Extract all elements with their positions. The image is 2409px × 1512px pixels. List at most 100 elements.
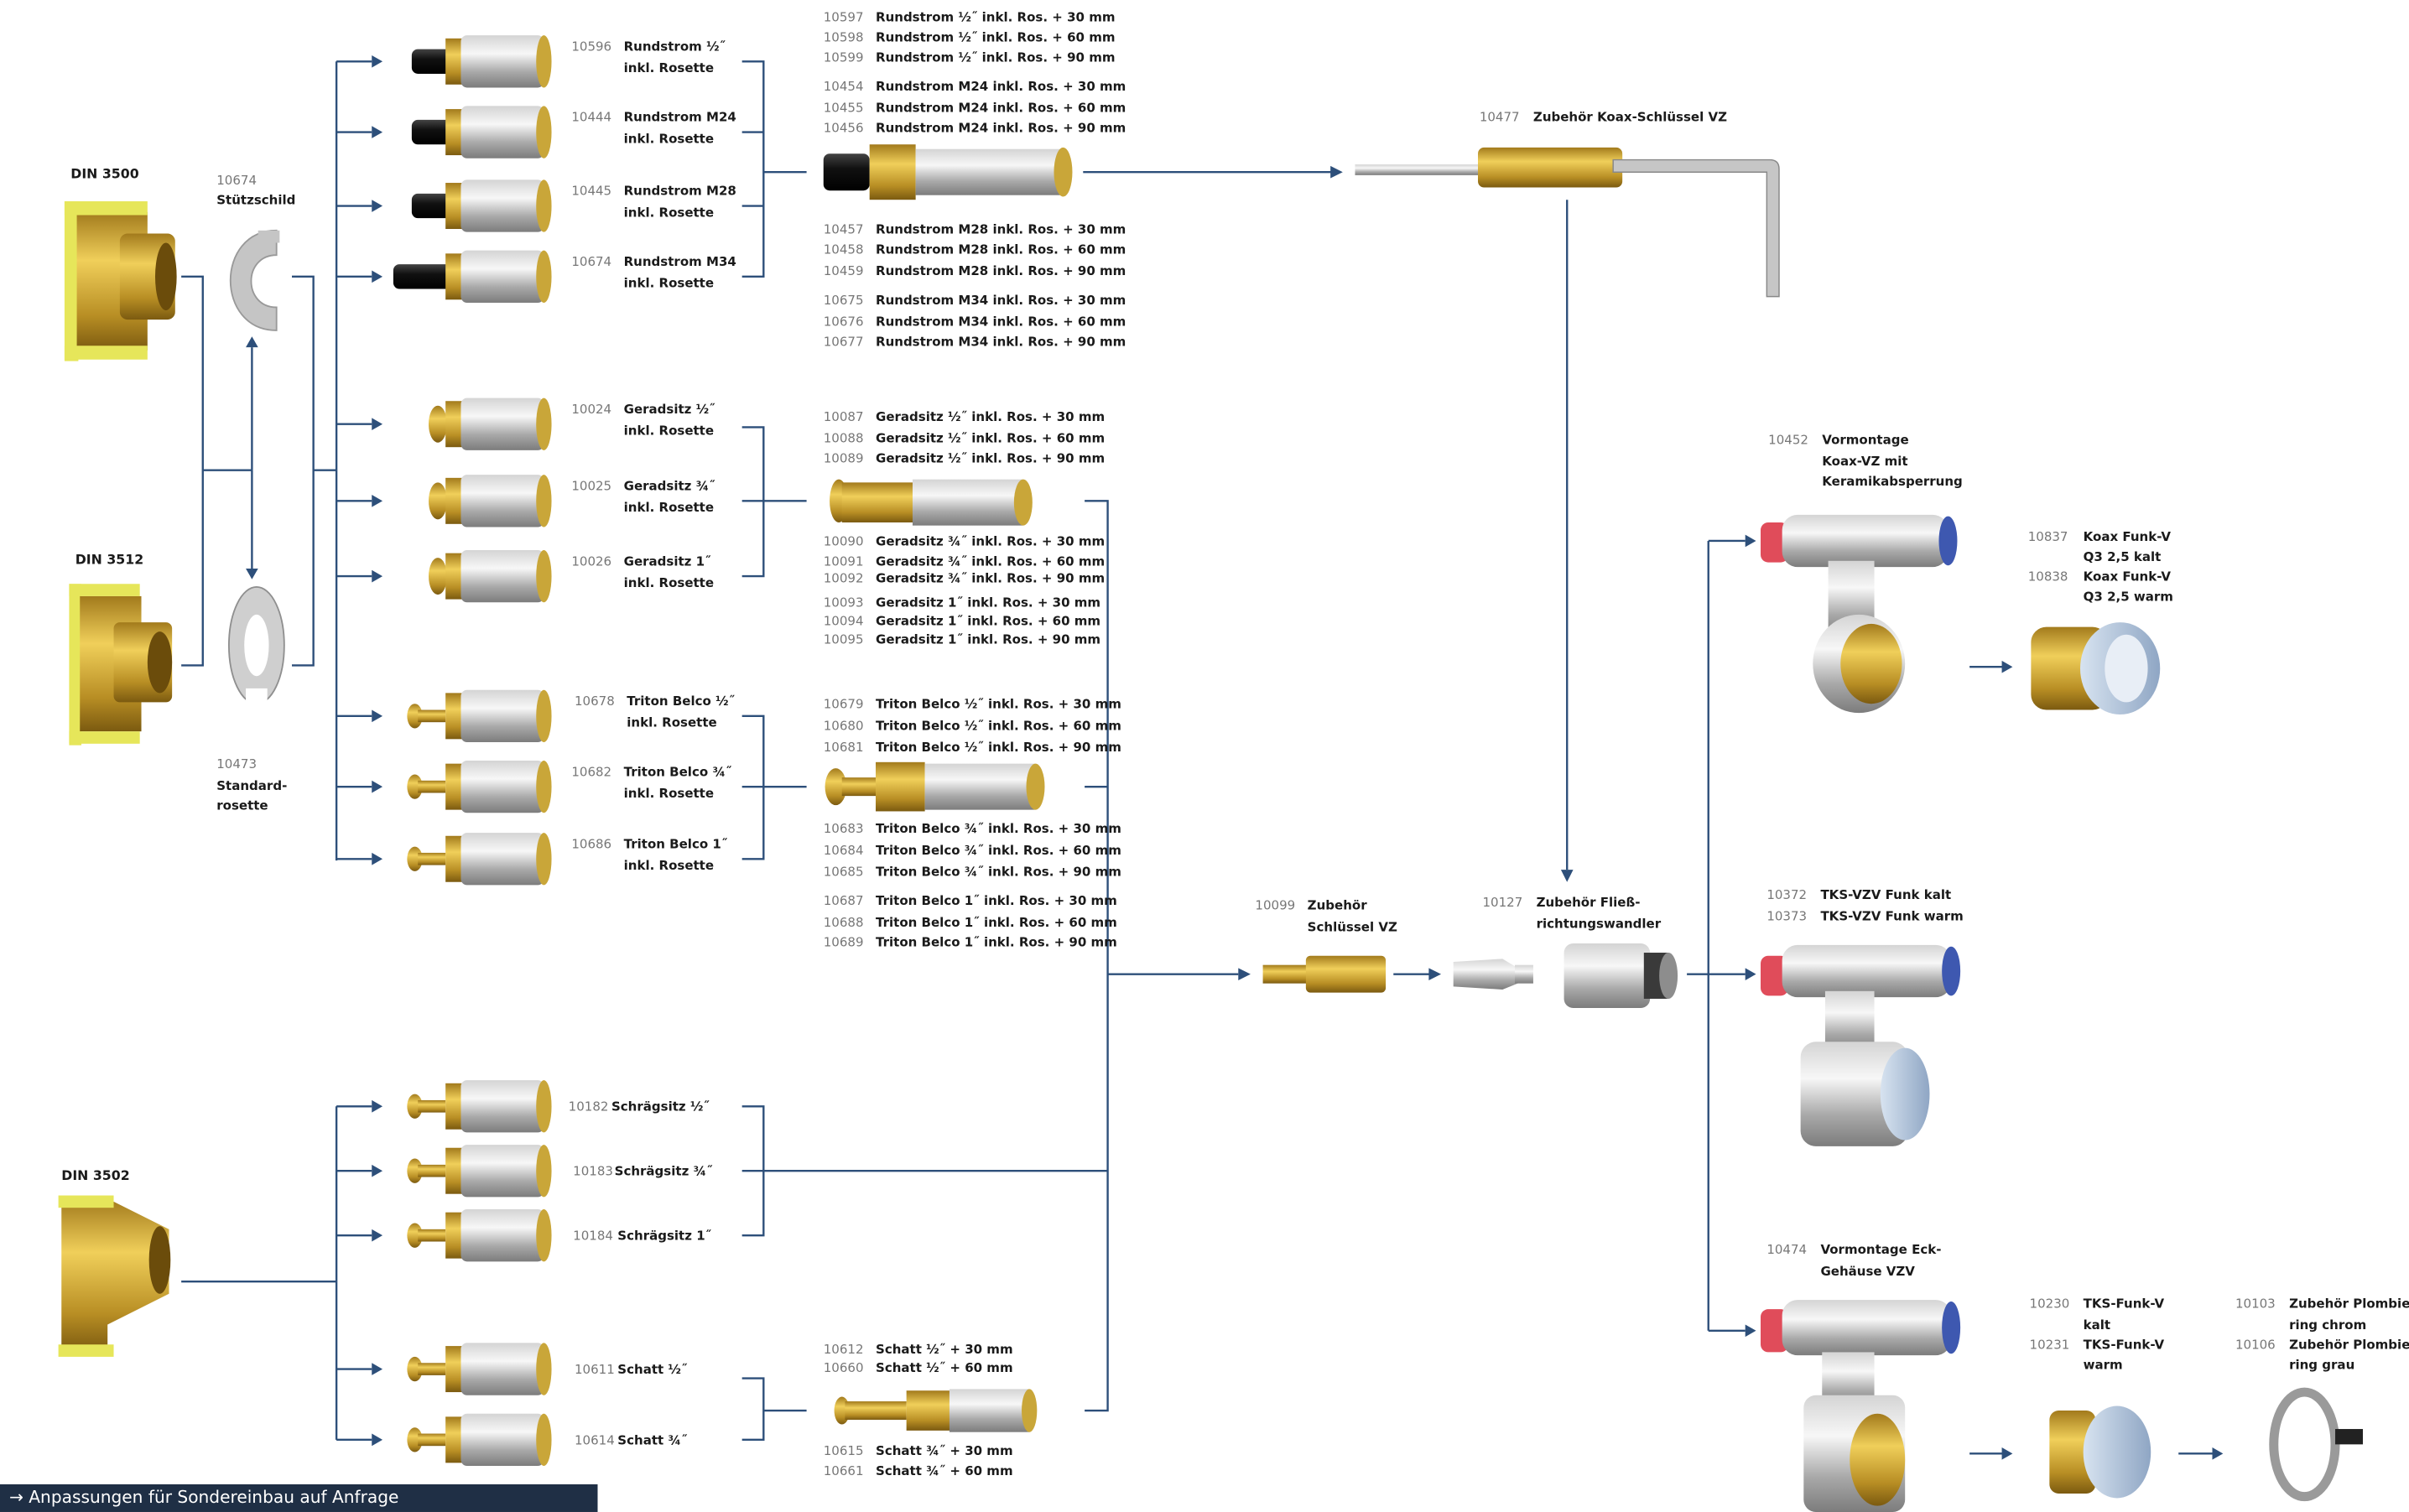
extension-code: 10684	[824, 843, 864, 858]
extension-label: Schatt ¾˝ + 30 mm	[876, 1443, 1013, 1458]
stuetzschild-label: Stützschild	[216, 193, 295, 208]
extension-label: Triton Belco ½˝ inkl. Ros. + 90 mm	[876, 740, 1121, 755]
flow-changer-code: 10127	[1482, 895, 1522, 910]
tks-funk-label-1b: kalt	[2084, 1317, 2110, 1333]
extension-code: 10689	[824, 935, 864, 950]
tks-funk-label-2a: TKS-Funk-V	[2084, 1338, 2165, 1353]
extension-label: Triton Belco ¾˝ inkl. Ros. + 90 mm	[876, 864, 1121, 879]
vormontage-eck-image	[1761, 1300, 1961, 1512]
tks-funk-label-1a: TKS-Funk-V	[2084, 1296, 2165, 1311]
valve-label-sub: inkl. Rosette	[624, 500, 714, 515]
extension-label: Rundstrom M34 inkl. Ros. + 90 mm	[876, 334, 1126, 349]
din-3500-housing	[64, 201, 177, 361]
tks-vzv-label-1: TKS-VZV Funk kalt	[1820, 887, 1951, 902]
vormontage-eck-code: 10474	[1766, 1242, 1807, 1257]
valve-label-sub: inkl. Rosette	[624, 575, 714, 590]
din-3512-label: DIN 3512	[75, 551, 143, 567]
vormontage-koax-label-2: Koax-VZ mit	[1822, 454, 1907, 469]
key-vz-label-1: Zubehör	[1308, 898, 1368, 913]
extension-code: 10094	[824, 614, 864, 629]
extension-code: 10089	[824, 451, 864, 466]
valve-code: 10026	[571, 553, 611, 569]
extension-label: Geradsitz 1˝ inkl. Ros. + 90 mm	[876, 632, 1100, 647]
valve-head	[411, 179, 552, 232]
valve-label: Schrägsitz ¾˝	[615, 1164, 713, 1179]
plombier-code-2: 10106	[2235, 1338, 2276, 1353]
valve-head	[429, 549, 552, 603]
valve-label: Schatt ¾˝	[617, 1432, 688, 1447]
standard-rosette-image	[227, 586, 285, 707]
plombier-code-1: 10103	[2235, 1296, 2276, 1311]
valve-label-sub: inkl. Rosette	[627, 715, 716, 730]
extension-label: Rundstrom ½˝ inkl. Ros. + 30 mm	[876, 10, 1116, 25]
extension-code: 10679	[824, 697, 864, 712]
extension-code: 10660	[824, 1360, 864, 1375]
plombier-label-1b: ring chrom	[2289, 1317, 2366, 1333]
valve-head	[407, 1343, 552, 1395]
valve-label: Triton Belco ½˝	[627, 694, 735, 709]
koax-funk-sub-1: Q3 2,5 kalt	[2084, 549, 2162, 564]
extension-code: 10599	[824, 49, 864, 65]
valve-code: 10184	[573, 1229, 613, 1244]
valve-label: Triton Belco ¾˝	[624, 764, 732, 779]
extension-code: 10095	[824, 632, 864, 647]
extension-label: Schatt ½˝ + 60 mm	[876, 1360, 1013, 1375]
valve-label: Schatt ½˝	[617, 1362, 688, 1377]
key-vz-label-2: Schlüssel VZ	[1308, 919, 1397, 934]
extension-code: 10661	[824, 1463, 864, 1478]
valve-code: 10614	[575, 1432, 615, 1447]
koax-funk-code-1: 10837	[2028, 529, 2068, 544]
extension-label: Geradsitz ¾˝ inkl. Ros. + 60 mm	[876, 553, 1105, 569]
standard-rosette-label-2: rosette	[216, 798, 268, 813]
din-3500-label: DIN 3500	[70, 166, 138, 182]
valve-head	[407, 689, 552, 743]
extension-code: 10093	[824, 595, 864, 611]
vormontage-koax-label-1: Vormontage	[1822, 433, 1908, 448]
valve-label: Geradsitz ¾˝	[624, 479, 716, 494]
extension-label: Geradsitz ½˝ inkl. Ros. + 60 mm	[876, 431, 1105, 446]
plombier-ring-image	[2269, 1387, 2364, 1502]
extension-label: Geradsitz ¾˝ inkl. Ros. + 90 mm	[876, 570, 1105, 585]
valve-code: 10025	[571, 479, 611, 494]
valve-head	[411, 35, 552, 88]
tks-funk-meter-image	[2049, 1405, 2151, 1499]
valve-label-sub: inkl. Rosette	[624, 786, 714, 801]
valve-label-sub: inkl. Rosette	[624, 276, 714, 291]
extension-code: 10091	[824, 553, 864, 569]
extension-code: 10681	[824, 740, 864, 755]
valve-head	[407, 1080, 552, 1133]
valve-head	[407, 833, 552, 886]
flow-changer-label-2: richtungswandler	[1537, 917, 1662, 932]
valve-label: Rundstrom ½˝	[624, 39, 726, 54]
extension-label: Rundstrom M24 inkl. Ros. + 90 mm	[876, 121, 1126, 136]
plombier-label-2a: Zubehör Plombier-	[2289, 1338, 2409, 1353]
custom-installation-banner[interactable]: → Anpassungen für Sondereinbau auf Anfra…	[0, 1484, 598, 1512]
extension-code: 10597	[824, 10, 864, 25]
valve-head	[407, 1209, 552, 1262]
tks-funk-code-2: 10231	[2030, 1338, 2070, 1353]
extension-code: 10454	[824, 79, 864, 94]
valve-label: Triton Belco 1˝	[624, 836, 728, 851]
extension-valve-rundstrom	[823, 144, 1073, 200]
extension-label: Rundstrom M34 inkl. Ros. + 60 mm	[876, 314, 1126, 329]
extension-label: Geradsitz 1˝ inkl. Ros. + 60 mm	[876, 614, 1100, 629]
valve-head	[429, 475, 552, 527]
extension-code: 10685	[824, 864, 864, 879]
valve-head	[407, 1145, 552, 1198]
valve-code: 10678	[575, 694, 615, 709]
extension-code: 10090	[824, 533, 864, 548]
valve-label-sub: inkl. Rosette	[624, 423, 714, 439]
extension-label: Triton Belco ½˝ inkl. Ros. + 60 mm	[876, 718, 1121, 733]
extension-labels: 10597 Rundstrom ½˝ inkl. Ros. + 30 mm 1059…	[824, 10, 1126, 1478]
extension-valve-geradsitz	[830, 479, 1033, 526]
valve-code: 10682	[571, 764, 611, 779]
extension-label: Triton Belco 1˝ inkl. Ros. + 60 mm	[876, 915, 1117, 930]
koax-funk-label-2: Koax Funk-V	[2084, 569, 2172, 585]
tks-vzv-image	[1761, 944, 1961, 1146]
din-3512-housing	[69, 584, 173, 746]
extension-label: Rundstrom M24 inkl. Ros. + 60 mm	[876, 101, 1126, 116]
valve-code: 10611	[575, 1362, 615, 1377]
tks-vzv-label-2: TKS-VZV Funk warm	[1820, 909, 1963, 924]
extension-code: 10612	[824, 1342, 864, 1357]
extension-code: 10687	[824, 893, 864, 908]
